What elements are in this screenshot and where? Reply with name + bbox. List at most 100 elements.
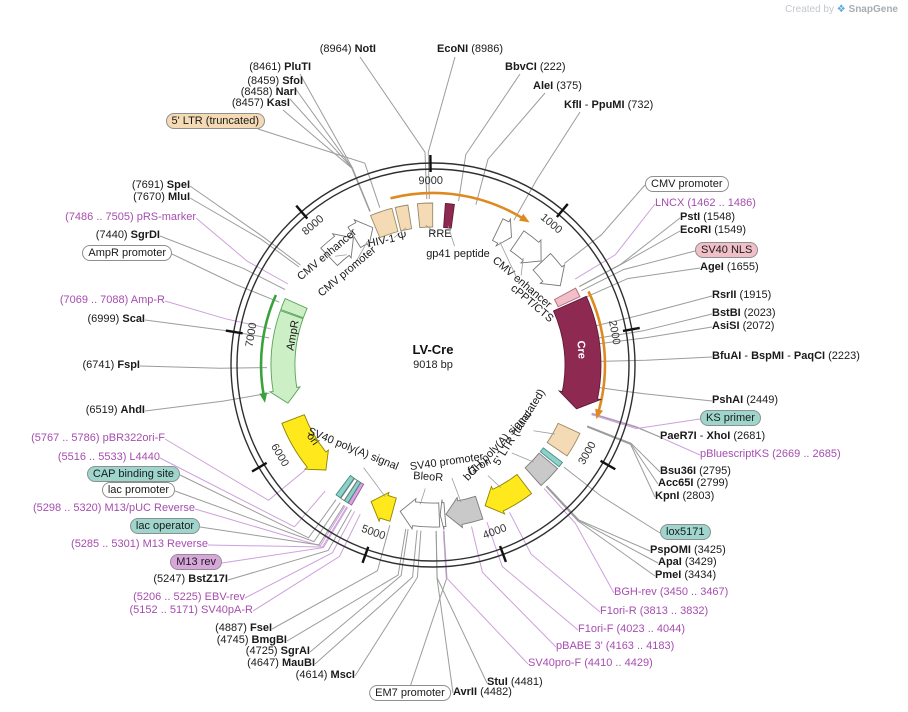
- leader-bfuaI-bspmI-paqcI: [598, 356, 713, 362]
- orange-arc-top: [390, 191, 523, 219]
- orange-arc-top-arrowhead: [519, 213, 530, 223]
- green-arc-left-arrowhead: [259, 392, 268, 403]
- rre-label: RRE: [428, 228, 451, 240]
- tick-label-3000: 3000: [576, 440, 599, 467]
- leader-econI: [427, 56, 456, 200]
- feature-bgh-polya: [524, 452, 559, 487]
- leader-m13-puc-reverse: [194, 505, 346, 547]
- feature-cmv-enhancer-1: [320, 233, 354, 267]
- leader-bstz17I: [227, 509, 352, 581]
- leader-bgh-polya-label: [511, 452, 534, 463]
- leader-em7-promoter-label: [409, 530, 448, 688]
- leader-cap-binding-label: [179, 474, 337, 539]
- tick-3000: [599, 459, 616, 471]
- snapgene-logo-icon: ❖: [836, 4, 846, 15]
- leader-ageI: [584, 267, 701, 299]
- leader-lox5171-label: [563, 466, 661, 534]
- tick-8000: [295, 204, 309, 220]
- leader-gp41-label: [447, 225, 455, 247]
- leader-notI: [359, 56, 428, 200]
- leader-aleI: [475, 92, 546, 205]
- leader-pbabe-3: [471, 526, 557, 648]
- watermark-brand: SnapGene: [848, 4, 898, 15]
- orange-arc-right: [587, 290, 607, 411]
- leader-plutI: [299, 73, 371, 212]
- tick-label-4000: 4000: [481, 522, 508, 542]
- leader-sv40-promoter-label: [451, 477, 462, 503]
- feature-cppt-cts: [491, 217, 512, 248]
- feature-ltr3-truncated: [546, 422, 581, 457]
- leader-sv40-nls-label: [581, 250, 696, 292]
- leader-acc65I: [587, 426, 659, 485]
- leader-rsrII: [594, 295, 713, 327]
- feature-hiv1-psi: [394, 204, 413, 232]
- leader-amp-r: [164, 300, 272, 330]
- hiv1-psi-label: HIV-1 Ψ: [367, 230, 408, 250]
- feature-cmv-promoter-2: [532, 252, 566, 287]
- leader-fspI: [139, 365, 268, 369]
- leader-sgrdI: [159, 235, 286, 291]
- leader-prs-marker: [195, 217, 289, 285]
- gp41-label: gp41 peptide: [426, 248, 490, 260]
- tick-6000: [251, 461, 268, 473]
- leader-sfoI: [294, 87, 371, 212]
- leader-bbvcI: [458, 73, 521, 202]
- leader-pshaI: [597, 386, 713, 402]
- leader-bsu36I: [587, 425, 661, 473]
- leader-mluI: [189, 197, 300, 268]
- feature-lac-promoter-site: [340, 477, 358, 502]
- tick-label-2000: 2000: [606, 319, 622, 345]
- feature-f1-ori: [484, 473, 533, 515]
- leader-cppt-cts-label: [499, 241, 520, 284]
- plasmid-title-block: LV-Cre 9018 bp: [333, 342, 533, 371]
- leader-kasI: [282, 109, 371, 212]
- leader-apaI: [546, 485, 659, 564]
- leader-paer7I-xhoI: [591, 413, 661, 438]
- leader-kflI-ppumI: [513, 111, 581, 221]
- leader-f1ori-r: [509, 512, 601, 613]
- leader-pmeI: [545, 486, 656, 577]
- feature-cmv-promoter-1: [347, 218, 374, 249]
- leader-bmgbI: [286, 528, 407, 642]
- leader-mscI: [354, 530, 422, 677]
- feature-sv40-promoter: [445, 495, 484, 529]
- tick-label-5000: 5000: [360, 523, 387, 543]
- leader-sv40pro-f: [442, 530, 529, 665]
- feature-rre: [416, 202, 434, 229]
- green-arc-left: [259, 294, 278, 395]
- leader-cmv-enhancer-1-label: [335, 254, 347, 257]
- feature-cap-binding-site: [335, 474, 355, 499]
- leader-ltr3-label: [533, 430, 555, 435]
- tick-5000: [361, 546, 370, 564]
- leader-stuI: [435, 530, 488, 684]
- leader-bstbI: [596, 313, 713, 339]
- leader-m13-rev-label: [221, 507, 349, 564]
- leader-cmv-enhancer-2-label: [520, 257, 524, 276]
- feature-lox5171: [539, 447, 564, 468]
- leader-lac-operator-label: [199, 504, 345, 546]
- leader-scaI: [144, 319, 270, 339]
- bleor-label: BleoR: [413, 470, 444, 484]
- tick-4000: [498, 545, 508, 563]
- watermark: Created by ❖ SnapGene: [785, 4, 898, 15]
- backbone-outer-ring: [230, 162, 636, 568]
- tick-label-9000: 9000: [418, 175, 443, 187]
- leader-sgraI: [309, 529, 409, 653]
- tick-label-6000: 6000: [268, 442, 291, 469]
- leader-pstI: [579, 217, 681, 287]
- leader-narI: [289, 98, 371, 212]
- cre-label: Cre: [574, 340, 587, 359]
- tick-label-7000: 7000: [244, 322, 260, 348]
- watermark-prefix: Created by: [785, 4, 834, 15]
- feature-em7-promoter: [439, 499, 447, 530]
- leader-maubI: [314, 530, 418, 665]
- plasmid-name: LV-Cre: [412, 342, 454, 357]
- feature-bleor: [399, 497, 441, 531]
- leader-speI: [189, 185, 301, 266]
- feature-sv40-polya: [370, 491, 397, 523]
- leader-bgh-rev: [543, 488, 615, 594]
- leader-f1-ori-label: [487, 475, 501, 488]
- leader-ebv-rev: [244, 511, 356, 599]
- leader-lac-promoter-label: [174, 490, 341, 543]
